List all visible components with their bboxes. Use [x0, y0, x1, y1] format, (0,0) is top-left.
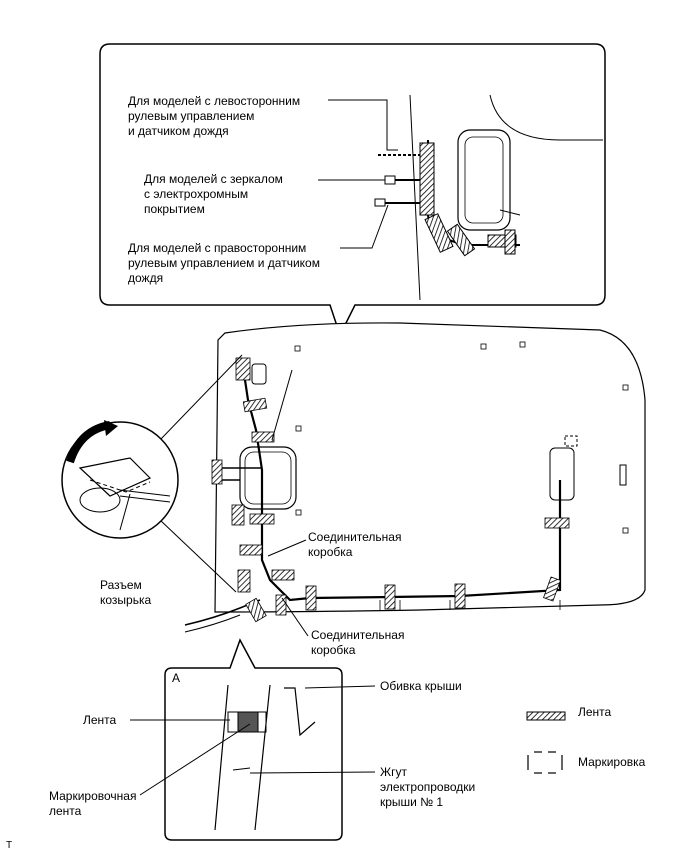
label-lhd-rain: Для моделей с левосторонним рулевым упра… — [128, 94, 301, 138]
leader-rhd-rain — [340, 204, 389, 249]
leader-lhd-rain — [328, 99, 398, 151]
legend-tape-label: Лента — [578, 705, 612, 719]
legend-marking-label: Маркировка — [578, 755, 646, 769]
roof-headliner — [214, 322, 646, 613]
leader-junction-1 — [267, 539, 307, 557]
leader-junction-2 — [281, 597, 309, 637]
label-marking-tape: Маркировочная лента — [49, 789, 137, 818]
legend-marking-swatch — [527, 751, 563, 774]
detail-a-title: A — [172, 671, 181, 685]
main-harness — [184, 357, 578, 633]
label-roof-trim: Обивка крыши — [380, 679, 462, 693]
top-callout — [99, 43, 606, 337]
label-harness: Жгут электропроводки крыши № 1 — [380, 765, 476, 809]
legend — [526, 711, 566, 774]
label-tape: Лента — [83, 713, 117, 727]
leader-roof-trim — [304, 685, 376, 689]
label-rhd-rain: Для моделей с правосторонним рулевым упр… — [128, 241, 320, 285]
detail-a-box — [130, 638, 376, 841]
leader-marking-tape — [139, 723, 251, 796]
label-junction-box-1: Соединительная коробка — [308, 530, 402, 559]
label-junction-box-2: Соединительная коробка — [311, 628, 405, 657]
legend-tape-swatch — [526, 711, 566, 721]
label-ec-mirror: Для моделей с зеркалом с электрохромным … — [144, 172, 283, 216]
leader-harness — [249, 771, 376, 774]
label-visor-connector: Разъем козырька — [100, 578, 152, 607]
visor-connector-zoom — [61, 354, 243, 593]
footer-code: T — [6, 840, 13, 851]
